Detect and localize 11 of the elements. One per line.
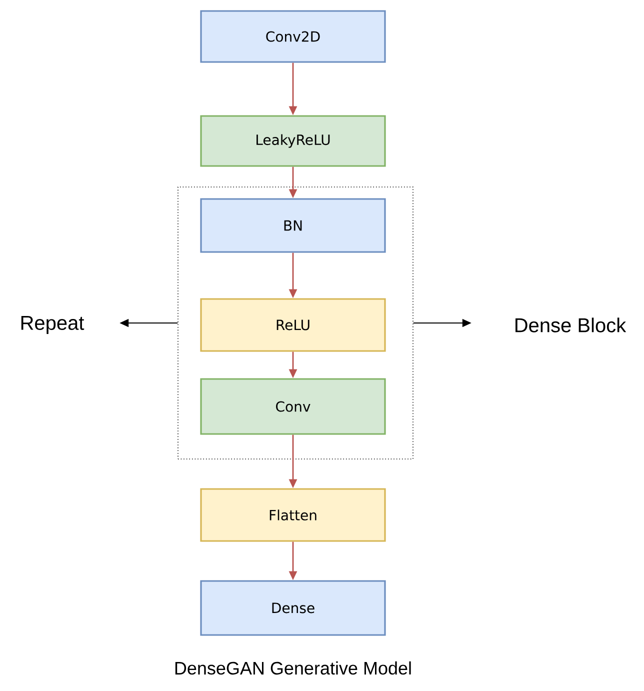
layer-box: Dense <box>200 580 386 636</box>
layer-box: Flatten <box>200 488 386 542</box>
layer-box: LeakyReLU <box>200 115 386 167</box>
layer-box: Conv2D <box>200 10 386 63</box>
caption: DenseGAN Generative Model <box>175 661 411 675</box>
side-label: Repeat <box>21 316 84 334</box>
layer-box: ReLU <box>200 298 386 352</box>
dense-block-frame <box>178 186 414 460</box>
layer-box: Conv <box>200 378 386 435</box>
layer-box: BN <box>200 198 386 253</box>
side-label: Dense Block <box>516 318 626 332</box>
